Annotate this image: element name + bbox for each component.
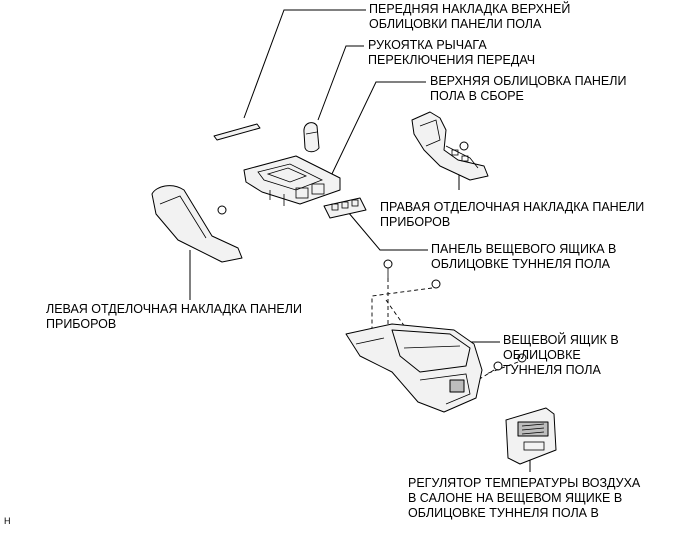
label-rear-regulator: РЕГУЛЯТОР ТЕМПЕРАТУРЫ ВОЗДУХА В САЛОНЕ Н… [408, 476, 641, 520]
screws [383, 259, 527, 371]
label-front-trim: ПЕРЕДНЯЯ НАКЛАДКА ВЕРХНЕЙ ОБЛИЦОВКИ ПАНЕ… [369, 2, 571, 31]
label-console-box: ВЕЩЕВОЙ ЯЩИК В ОБЛИЦОВКЕ ТУННЕЛЯ ПОЛА [503, 333, 619, 377]
leader-upper-panel [329, 81, 426, 179]
box-panel-part [323, 197, 367, 219]
leader-shift-knob [317, 45, 364, 121]
front-trim-strip [213, 123, 261, 141]
right-panel-part [411, 111, 489, 181]
label-box-panel: ПАНЕЛЬ ВЕЩЕВОГО ЯЩИКА В ОБЛИЦОВКЕ ТУННЕЛ… [431, 242, 617, 271]
shift-knob-part [303, 122, 320, 153]
left-panel-part [151, 185, 243, 263]
upper-panel-assembly [243, 155, 341, 206]
console-box-part [345, 323, 483, 413]
rear-regulator-part [505, 407, 557, 465]
label-upper-panel: ВЕРХНЯЯ ОБЛИЦОВКА ПАНЕЛИ ПОЛА В СБОРЕ [430, 74, 627, 103]
label-left-panel: ЛЕВАЯ ОТДЕЛОЧНАЯ НАКЛАДКА ПАНЕЛИ ПРИБОРО… [46, 302, 302, 331]
leader-lines [189, 9, 531, 472]
leader-front-trim [243, 9, 366, 119]
label-shift-knob: РУКОЯТКА РЫЧАГА ПЕРЕКЛЮЧЕНИЯ ПЕРЕДАЧ [368, 38, 536, 67]
corner-mark: H [4, 516, 11, 526]
label-right-panel: ПРАВАЯ ОТДЕЛОЧНАЯ НАКЛАДКА ПАНЕЛИ ПРИБОР… [380, 200, 645, 229]
leader-box-panel [347, 211, 428, 251]
